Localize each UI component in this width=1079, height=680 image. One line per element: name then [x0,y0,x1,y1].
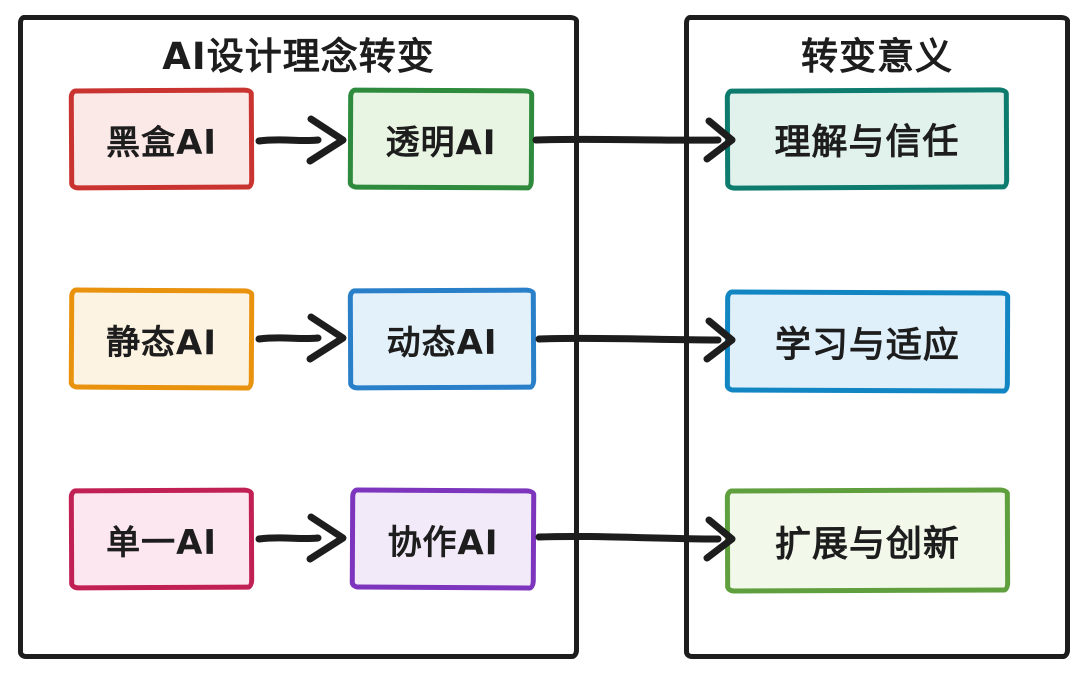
node-learning-adaptation-label: 学习与适应 [774,324,961,366]
node-transparent-ai: 透明AI [347,87,535,191]
node-understanding-trust-label: 理解与信任 [774,121,960,164]
node-collaborative-ai: 协作AI [349,487,537,591]
node-transparent-ai-label: 透明AI [385,122,497,163]
right-panel-title: 转变意义 [801,35,953,78]
node-black-box-ai: 黑盒AI [68,87,255,191]
node-expansion-innovation-label: 扩展与创新 [774,523,961,565]
node-single-ai-label: 单一AI [105,522,218,563]
node-expansion-innovation: 扩展与创新 [724,487,1011,594]
left-panel-title: AI设计理念转变 [162,35,435,78]
node-single-ai: 单一AI [68,487,255,591]
node-dynamic-ai-label: 动态AI [386,322,498,363]
node-static-ai-label: 静态AI [105,322,218,363]
node-black-box-ai-label: 黑盒AI [105,122,218,163]
node-learning-adaptation: 学习与适应 [724,289,1011,394]
node-static-ai: 静态AI [68,287,255,391]
node-understanding-trust: 理解与信任 [724,87,1010,191]
node-collaborative-ai-label: 协作AI [387,522,499,563]
node-dynamic-ai: 动态AI [347,287,537,391]
